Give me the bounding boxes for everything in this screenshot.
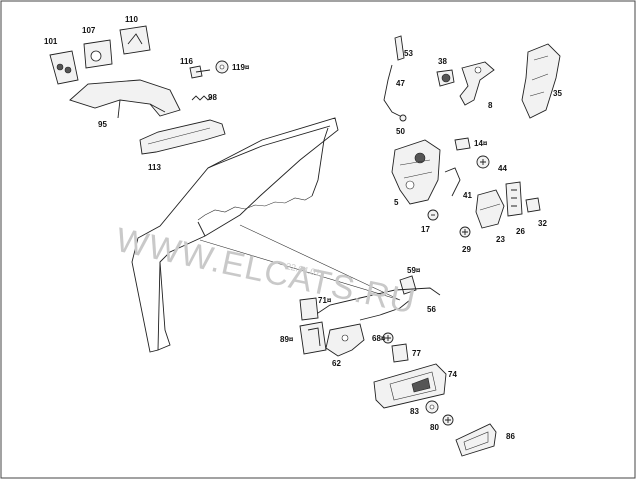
part-98 — [191, 95, 213, 101]
callout-110: 110 — [125, 15, 138, 24]
callout-74: 74 — [448, 370, 457, 379]
callout-68: 68¤ — [372, 334, 386, 343]
part-44 — [476, 155, 490, 169]
callout-80: 80 — [430, 423, 439, 432]
callout-113: 113 — [148, 163, 161, 172]
callout-86: 86 — [506, 432, 515, 441]
callout-56: 56 — [427, 305, 436, 314]
callout-32: 32 — [538, 219, 547, 228]
callout-101: 101 — [44, 37, 58, 46]
part-80 — [442, 414, 454, 426]
callout-17: 17 — [421, 225, 430, 234]
part-32 — [525, 197, 541, 213]
part-50 — [391, 139, 441, 205]
part-62 — [325, 323, 365, 357]
part-14 — [454, 137, 471, 151]
callout-5: 5 — [394, 198, 399, 207]
part-89 — [299, 321, 327, 355]
part-53 — [394, 35, 405, 61]
callout-77: 77 — [412, 349, 421, 358]
callout-71: 71¤ — [318, 296, 332, 305]
part-56 — [314, 287, 441, 321]
part-110 — [119, 25, 151, 55]
part-74 — [373, 363, 447, 409]
part-26 — [505, 181, 523, 217]
part-8 — [459, 61, 495, 106]
part-29 — [459, 226, 471, 238]
callout-119: 119¤ — [232, 63, 250, 72]
part-95 — [69, 79, 181, 119]
callout-107: 107 — [82, 26, 96, 35]
part-113 — [139, 119, 226, 155]
part-86 — [455, 423, 497, 457]
part-71 — [299, 297, 319, 321]
part-119 — [215, 60, 229, 74]
part-23 — [475, 189, 505, 229]
part-83 — [425, 400, 439, 414]
callout-23: 23 — [496, 235, 505, 244]
callout-44: 44 — [498, 164, 507, 173]
part-68 — [382, 332, 394, 344]
callout-29: 29 — [462, 245, 471, 254]
callout-53: 53 — [404, 49, 413, 58]
callout-8: 8 — [488, 101, 493, 110]
callout-14: 14¤ — [474, 139, 488, 148]
part-17 — [427, 209, 439, 221]
part-107 — [83, 39, 113, 69]
part-35 — [521, 43, 561, 119]
callout-labels: 101 107 110 116 119¤ 98 95 113 53 38 47 … — [44, 15, 562, 441]
part-116 — [189, 65, 211, 79]
callout-26: 26 — [516, 227, 525, 236]
callout-47: 47 — [396, 79, 405, 88]
callout-89: 89¤ — [280, 335, 294, 344]
callout-116: 116 — [180, 57, 193, 66]
part-41 — [444, 167, 461, 197]
callout-50: 50 — [396, 127, 405, 136]
callout-35: 35 — [553, 89, 562, 98]
part-38 — [436, 69, 455, 87]
callout-62: 62 — [332, 359, 341, 368]
callout-95: 95 — [98, 120, 107, 129]
part-77 — [391, 343, 409, 363]
callout-98: 98 — [208, 93, 217, 102]
callout-59: 59¤ — [407, 266, 421, 275]
callout-41: 41 — [463, 191, 472, 200]
callout-38: 38 — [438, 57, 447, 66]
part-101 — [49, 50, 79, 85]
door-shell — [131, 117, 401, 353]
callout-83: 83 — [410, 407, 419, 416]
part-47 — [383, 64, 407, 122]
